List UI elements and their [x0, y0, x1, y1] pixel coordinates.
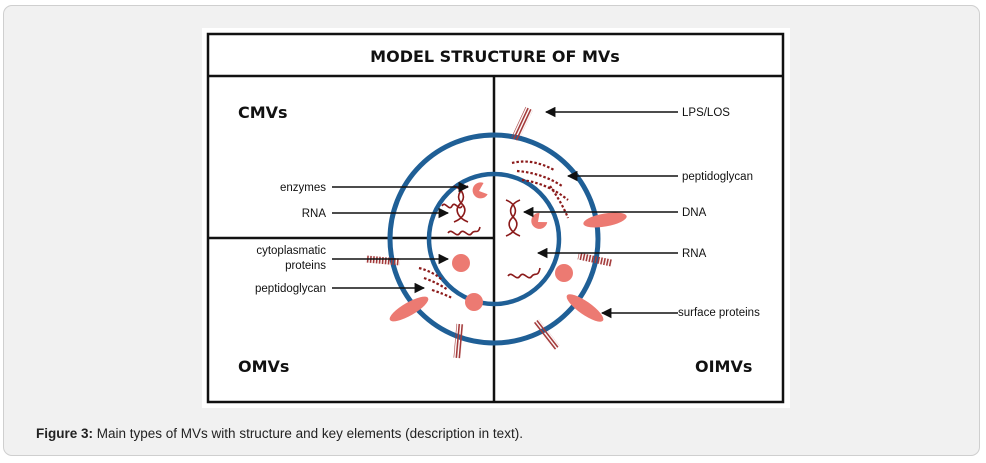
mv-structure-diagram: MODEL STRUCTURE OF MVs CMVs OMVs OIMVs: [206, 32, 785, 404]
label-cytoplasmatic: cytoplasmatic: [256, 245, 326, 257]
figure-caption: Figure 3: Main types of MVs with structu…: [36, 426, 523, 441]
lps-bar: [511, 106, 533, 142]
diagram-frame: [206, 32, 785, 404]
cytoplasmic-protein: [465, 293, 483, 311]
caption-label: Figure 3:: [36, 426, 94, 441]
lps-bar: [453, 323, 464, 359]
diagram-title: MODEL STRUCTURE OF MVs: [370, 47, 620, 66]
figure-card: MODEL STRUCTURE OF MVs CMVs OMVs OIMVs: [3, 5, 980, 456]
lps-bar: [533, 319, 560, 351]
rna-strand: [441, 203, 541, 279]
surface-protein: [566, 294, 604, 322]
lps-bars: [365, 106, 613, 359]
enzyme: [472, 182, 488, 199]
section-omv-label: OMVs: [238, 357, 289, 376]
lps-bar: [577, 252, 613, 267]
cytoplasmic-protein: [452, 254, 470, 272]
dna-helix: [453, 185, 521, 237]
enzyme: [531, 212, 548, 229]
section-cmv-label: CMVs: [238, 103, 288, 122]
inner-membrane: [426, 171, 562, 307]
surface-protein: [583, 212, 627, 228]
surface-protein: [389, 296, 429, 322]
label-proteins: proteins: [285, 260, 326, 272]
label-peptidoglycan-right: peptidoglycan: [682, 171, 753, 183]
label-enzymes: enzymes: [280, 182, 326, 194]
label-surface-proteins: surface proteins: [678, 307, 760, 319]
label-rna-right: RNA: [682, 248, 707, 260]
label-peptidoglycan-left: peptidoglycan: [255, 283, 326, 295]
outer-membrane: [387, 132, 601, 346]
section-oimv-label: OIMVs: [695, 357, 752, 376]
cytoplasmic-protein: [555, 264, 573, 282]
lps-bar: [365, 255, 401, 266]
caption-text: Main types of MVs with structure and key…: [93, 426, 523, 441]
label-lps: LPS/LOS: [682, 107, 730, 119]
label-dna: DNA: [682, 207, 707, 219]
peptidoglycan-dashes: [418, 160, 570, 299]
figure-image: MODEL STRUCTURE OF MVs CMVs OMVs OIMVs: [202, 28, 790, 408]
label-rna-left: RNA: [302, 208, 327, 220]
